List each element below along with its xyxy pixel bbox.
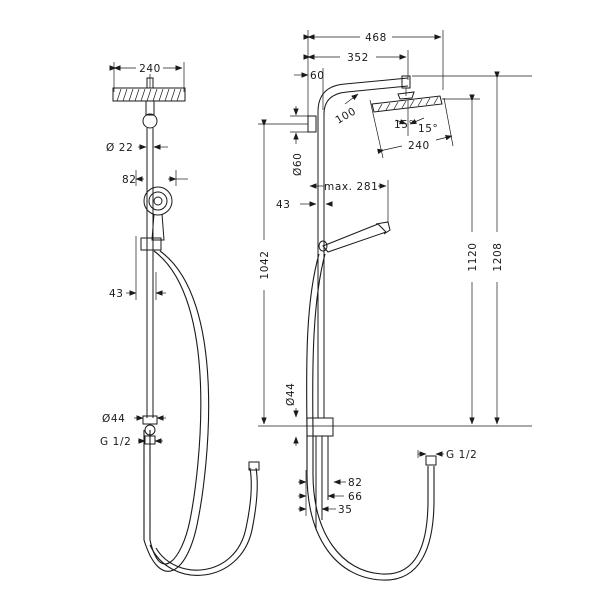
front-hose-outer	[143, 250, 210, 572]
front-head-connector	[145, 100, 155, 116]
side-tilt-right-label: 15°	[418, 123, 438, 135]
front-outlet-body	[142, 415, 158, 425]
side-hose-nut	[425, 455, 437, 466]
side-shower-head	[371, 91, 443, 113]
front-head-joint	[146, 77, 154, 89]
side-mixer-body	[306, 417, 334, 437]
front-hose-nut	[248, 461, 260, 471]
front-bracket-ring	[142, 113, 158, 129]
front-outlet-diameter-label: Ø44	[102, 413, 125, 425]
side-view: 468 352 60 Ø60 100	[258, 30, 532, 581]
side-wall-offset-label: 43	[276, 199, 291, 211]
side-hand-shower-head	[375, 221, 391, 235]
tilt-arrow	[409, 117, 425, 125]
side-offset-35-label: 35	[338, 504, 353, 516]
tilt-line	[443, 97, 454, 147]
front-head-hatch	[116, 88, 182, 102]
dim-line	[435, 134, 453, 141]
front-slider	[140, 237, 162, 251]
side-height-bracket-label: 1042	[259, 250, 271, 279]
front-arm-diameter-label: Ø 22	[106, 142, 133, 154]
side-outlet-diameter-label: Ø44	[285, 383, 297, 406]
front-head-width-label: 240	[139, 63, 161, 75]
side-tilt-left-label: 15°	[394, 119, 414, 131]
dim-line	[377, 145, 403, 155]
side-riser-outer	[317, 77, 409, 418]
front-hand-shower-center	[153, 196, 163, 206]
front-slider-offset-label: 43	[109, 288, 124, 300]
front-thread-label: G 1/2	[100, 436, 131, 448]
side-thread-label: G 1/2	[446, 449, 477, 461]
side-height-total-label: 1208	[492, 242, 504, 271]
side-arm-projection-label: 352	[347, 52, 369, 64]
side-max-reach-label: max. 281	[324, 181, 378, 193]
side-head-top	[397, 91, 415, 100]
front-hand-shower-ring	[148, 191, 168, 211]
side-height-head-label: 1120	[467, 242, 479, 271]
front-hose-tail-b	[155, 467, 252, 571]
tilt-arrow	[395, 119, 407, 125]
front-hand-shower-label: 82	[122, 174, 137, 186]
side-offset-82-label: 82	[348, 477, 363, 489]
side-bracket-offset-label: 60	[310, 70, 325, 82]
side-elbow-radius-label: 100	[334, 105, 359, 126]
side-head-plate	[371, 95, 443, 113]
side-bracket-diameter-label: Ø60	[292, 153, 304, 176]
side-hose-inner	[312, 253, 429, 575]
side-wall-bracket	[307, 115, 317, 133]
dim-line	[344, 93, 359, 105]
front-view: 240 Ø 22	[100, 62, 260, 576]
front-hand-shower-outer	[143, 186, 173, 216]
front-hand-shower-handle	[151, 213, 165, 241]
side-total-projection-label: 468	[365, 32, 387, 44]
side-riser-inner	[323, 85, 409, 418]
side-hose-outer	[306, 253, 435, 581]
front-outlet-ring	[144, 424, 156, 436]
side-head-width-label: 240	[408, 140, 430, 152]
tilt-line	[369, 99, 384, 159]
side-offset-66-label: 66	[348, 491, 363, 503]
front-hose-tail-a	[149, 467, 258, 576]
side-slider	[318, 240, 328, 252]
side-hand-shower	[322, 223, 387, 253]
